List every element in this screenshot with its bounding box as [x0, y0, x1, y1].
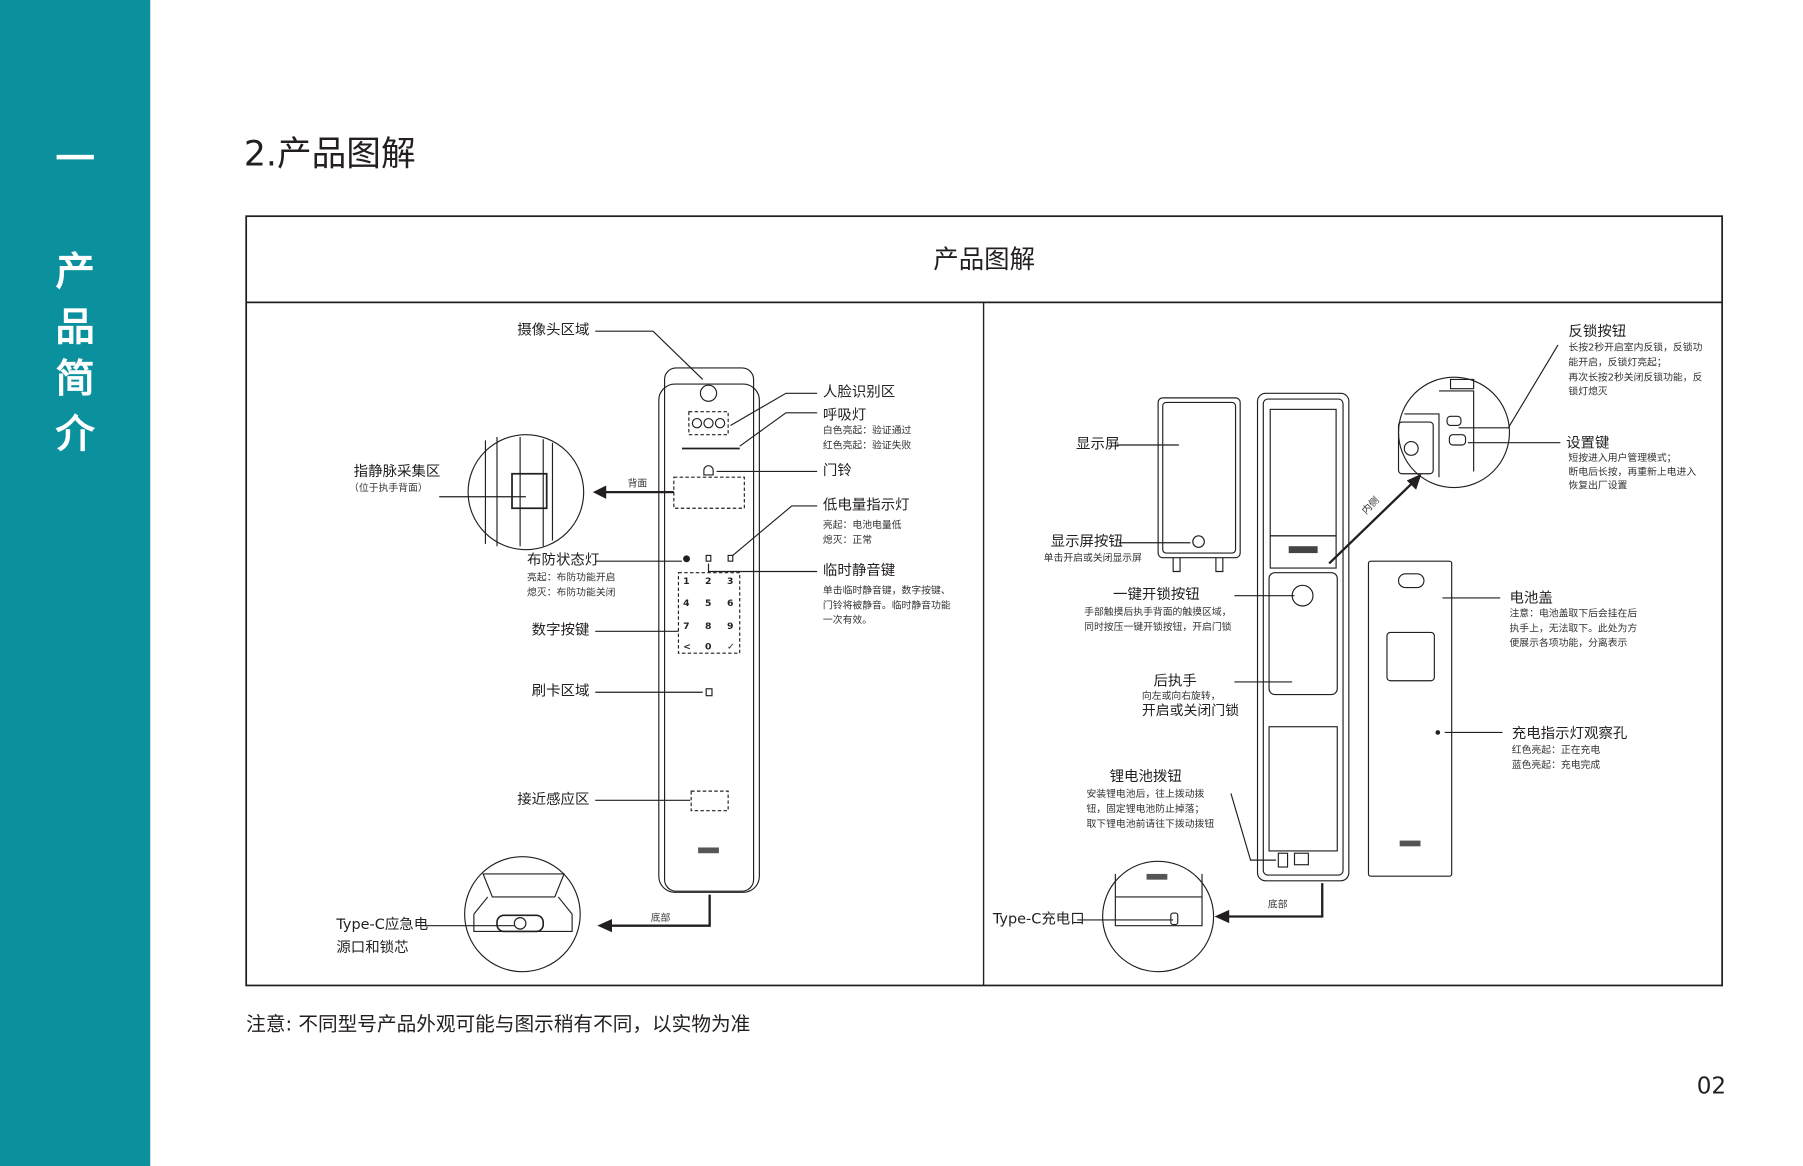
diagram-frame	[245, 215, 1724, 987]
bell-icon	[703, 465, 714, 476]
key: 0	[705, 641, 712, 652]
key: 1	[683, 576, 690, 587]
charge-hole	[1435, 730, 1441, 735]
battery-switch-note: 安装锂电池后，往上拨动拨	[1086, 788, 1205, 801]
chapter-number: 一	[55, 136, 95, 183]
battery-switch-note: 取下锂电池前请往下拨动拨钮	[1086, 818, 1215, 831]
doorbell-label: 门铃	[822, 461, 852, 479]
display-button-note: 单击开启或关闭显示屏	[1043, 553, 1142, 565]
breathing-light-label: 呼吸灯	[822, 405, 867, 424]
chapter-title-char: 介	[55, 411, 95, 458]
settings-note: 短按进入用户管理模式；	[1568, 453, 1677, 465]
face-recognition-label: 人脸识别区	[822, 382, 896, 401]
key: <	[683, 641, 691, 652]
battery-bay	[1268, 726, 1338, 852]
anti-lock-note: 长按2秒开启室内反锁，反锁功	[1568, 342, 1703, 355]
display-label: 显示屏	[1076, 434, 1120, 452]
settings-label: 设置键	[1566, 433, 1610, 451]
chapter-sidebar: 一 产 品 简 介	[0, 0, 151, 1166]
rear-handle-note: 向左或向右旋转，	[1141, 691, 1221, 703]
diagram-header: 产品图解	[933, 246, 1036, 275]
mute-key-note: 一次有效。	[822, 615, 873, 627]
display-button-icon	[1192, 535, 1205, 548]
one-key-unlock-note: 同时按压一键开锁按钮，开启门锁	[1084, 622, 1232, 634]
bottom-arrow-label: 底部	[1267, 899, 1288, 911]
charge-hole-note: 红色亮起：正在充电	[1511, 745, 1601, 757]
chapter-title-char: 品	[55, 304, 95, 351]
unlock-button-icon	[1291, 584, 1314, 607]
page-number: 02	[1696, 1071, 1727, 1100]
charge-hole-note: 蓝色亮起：充电完成	[1511, 760, 1601, 772]
display-button-label: 显示屏按钮	[1050, 532, 1123, 550]
low-battery-note: 熄灭：正常	[822, 534, 873, 547]
battery-cover-note: 注意：电池盖取下后会挂在后	[1509, 608, 1638, 620]
charge-hole-label: 充电指示灯观察孔	[1511, 724, 1628, 742]
low-battery-icon	[727, 554, 734, 562]
anti-lock-label: 反锁按钮	[1568, 321, 1627, 340]
settings-note: 恢复出厂设置	[1568, 480, 1628, 493]
battery-switch-label: 锂电池拨钮	[1109, 766, 1182, 785]
card-area-label: 刷卡区域	[531, 681, 590, 700]
battery-cover-note: 便展示各项功能，分离表示	[1509, 638, 1628, 650]
breathing-light-note: 白色亮起：验证通过	[822, 425, 912, 437]
rear-handle	[1268, 572, 1338, 696]
typec-emergency-label: 源口和锁芯	[336, 938, 409, 956]
mute-key-label: 临时静音键	[822, 561, 896, 579]
mute-key-note: 单击临时静音键，数字按键、	[822, 585, 951, 597]
battery-cover	[1367, 560, 1453, 877]
key: 6	[726, 597, 734, 609]
mute-icon	[705, 554, 712, 562]
key: 5	[705, 597, 712, 609]
arrow-icon	[592, 485, 607, 499]
chapter-title-char: 产	[55, 249, 95, 296]
arming-light-note: 亮起：布防功能开启	[527, 572, 616, 585]
key: 2	[705, 576, 712, 587]
back-arrow-label: 背面	[627, 478, 648, 490]
key: 3	[726, 576, 734, 587]
footnote: 注意: 不同型号产品外观可能与图示稍有不同，以实物为准	[246, 1013, 751, 1037]
chapter-title-char: 简	[55, 356, 95, 403]
camera-label: 摄像头区域	[517, 320, 590, 339]
bottom-arrow-label: 底部	[650, 913, 671, 925]
low-battery-label: 低电量指示灯	[822, 495, 910, 513]
key: 9	[726, 620, 734, 632]
page-title: 2.产品图解	[243, 134, 416, 175]
arming-light-label: 布防状态灯	[527, 550, 600, 569]
arming-light-note: 熄灭：布防功能关闭	[527, 587, 616, 600]
anti-lock-note: 再次长按2秒关闭反锁功能，反	[1568, 372, 1703, 385]
typec-charge-label: Type-C充电口	[992, 909, 1085, 927]
settings-note: 断电后长按，再重新上电进入	[1568, 466, 1697, 479]
battery-cover-label: 电池盖	[1509, 588, 1553, 606]
battery-switch-note: 钮，固定锂电池防止掉落；	[1086, 803, 1205, 816]
finger-vein-label: 指静脉采集区	[353, 462, 441, 480]
finger-vein-note: （位于执手背面）	[349, 482, 428, 495]
brand-logo	[698, 847, 719, 854]
keypad-area	[677, 572, 741, 654]
anti-lock-note: 能开启，反锁灯亮起；	[1568, 357, 1667, 370]
key: 8	[705, 620, 712, 632]
back-lock-drawing	[1077, 344, 1561, 973]
camera-icon	[699, 384, 718, 402]
arming-light-icon	[683, 555, 691, 563]
typec-emergency-label: Type-C应急电	[336, 915, 429, 933]
key: ✓	[726, 641, 735, 652]
key: 4	[683, 597, 690, 609]
low-battery-note: 亮起：电池电量低	[822, 519, 902, 532]
keypad-label: 数字按键	[531, 620, 590, 639]
battery-cover-note: 执手上，无法取下。此处为方	[1509, 623, 1638, 635]
card-icon	[705, 688, 713, 697]
key: 7	[683, 620, 690, 632]
rear-handle-label: 后执手	[1153, 671, 1197, 689]
rear-handle-note: 开启或关闭门锁	[1141, 702, 1240, 719]
mute-key-note: 门铃将被静音。临时静音功能	[822, 600, 951, 612]
anti-lock-note: 锁灯熄灭	[1568, 386, 1608, 398]
front-lock-drawing	[421, 330, 818, 973]
one-key-unlock-note: 手部触摸后执手背面的触摸区域，	[1084, 607, 1232, 619]
one-key-unlock-label: 一键开锁按钮	[1113, 585, 1200, 603]
proximity-label: 接近感应区	[517, 789, 590, 808]
breathing-light-note: 红色亮起：验证失败	[822, 440, 912, 452]
